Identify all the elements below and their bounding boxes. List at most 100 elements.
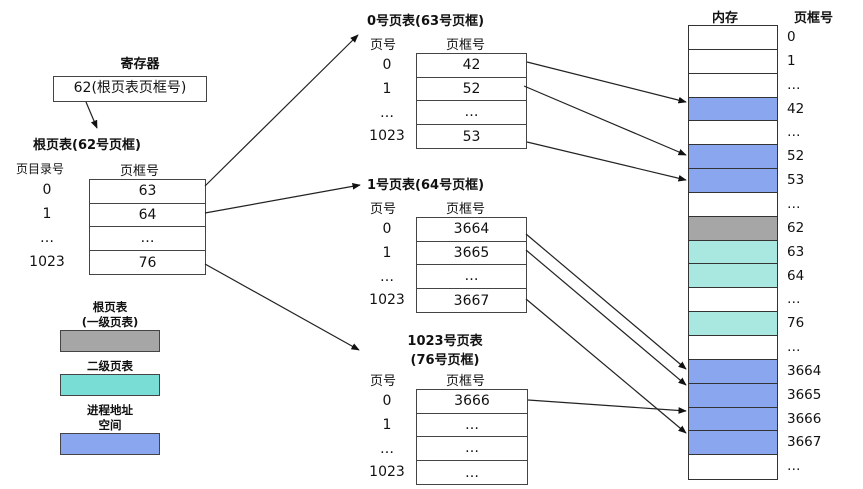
- memory-frame-number: …: [787, 458, 801, 475]
- memory-frame-number: …: [787, 76, 801, 93]
- memory-frame-root: [689, 216, 777, 241]
- root-table-cell: 76: [138, 254, 157, 271]
- memory-frame-number: 64: [787, 267, 805, 284]
- pt1-cell: …: [417, 265, 526, 289]
- arrow-pt1-to-frame3665: [525, 249, 687, 386]
- legend-root-label: 根页表 (一级页表): [40, 300, 180, 330]
- memory-frame-number: …: [787, 339, 801, 356]
- memory-frame-process: [689, 407, 777, 432]
- memory-column: [688, 25, 778, 481]
- memory-frame-process: [689, 359, 777, 384]
- memory-frame-process: [689, 97, 777, 122]
- memory-frame-number: 62: [787, 219, 805, 236]
- legend-process-line1: 进程地址: [87, 403, 133, 417]
- memory-frame-process: [689, 169, 777, 193]
- memory-frame-number: 63: [787, 243, 805, 260]
- root-table-title: 根页表(62号页框): [33, 138, 141, 153]
- memory-frame-number: 1: [787, 52, 796, 69]
- pt1023-index: 1: [382, 417, 392, 433]
- memory-frame-number: 3665: [787, 386, 822, 403]
- legend-second-swatch: [60, 374, 160, 396]
- memory-frame-number: 53: [787, 172, 805, 189]
- root-table-col-index: 页目录号: [16, 162, 65, 176]
- pt0-cell: 42: [417, 54, 526, 78]
- root-index: 1023: [29, 254, 65, 270]
- legend-second-label: 二级页表: [87, 359, 133, 373]
- memory-frame-empty: [689, 73, 777, 98]
- pt0-index: 0: [382, 57, 392, 73]
- page-table-0-col-index: 页号: [370, 38, 397, 53]
- memory-frame-empty: [689, 121, 777, 146]
- pt1-index: 1023: [369, 292, 405, 308]
- arrow-register-to-root: [85, 101, 98, 129]
- register-value: 62(根页表页框号): [73, 80, 187, 96]
- pt0-index: …: [380, 105, 394, 121]
- arrow-root-to-pt0: [204, 34, 359, 187]
- memory-frame-empty: [689, 288, 777, 313]
- memory-frame-process: [689, 383, 777, 408]
- memory-frame-number: …: [787, 291, 801, 308]
- page-table-1: 3664 3665 … 3667: [416, 217, 527, 313]
- memory-frame-empty: [689, 455, 777, 480]
- memory-frame-empty: [689, 49, 777, 74]
- memory-frame-number: 0: [787, 29, 796, 45]
- pt1023-index: 1023: [369, 464, 405, 480]
- page-table-1023-col-frame: 页框号: [446, 374, 486, 389]
- memory-frame-number: 76: [787, 315, 805, 332]
- page-table-0-title: 0号页表(63号页框): [367, 14, 485, 29]
- memory-frame-number: 3664: [787, 362, 822, 379]
- memory-frame-empty: [689, 192, 777, 217]
- memory-frame-number: 3666: [787, 410, 822, 427]
- pt0-cell: …: [417, 101, 526, 125]
- page-table-0-col-frame: 页框号: [446, 38, 486, 53]
- page-table-1023-title: 1023号页表 (76号页框): [385, 330, 505, 368]
- pt0-index: 1: [382, 81, 392, 97]
- page-table-1023: 3666 … … …: [416, 389, 528, 485]
- pt0-cell: 52: [417, 78, 526, 102]
- memory-frame-number: 52: [787, 148, 805, 165]
- root-table-col-frame: 页框号: [120, 164, 160, 179]
- memory-frame-number: 42: [787, 100, 805, 117]
- pt1-cell: 3664: [417, 218, 526, 242]
- pt1-cell: 3665: [417, 242, 526, 266]
- legend-process-label: 进程地址 空间: [40, 403, 180, 433]
- pt1023-cell: …: [417, 437, 527, 461]
- memory-frame-process: [689, 145, 777, 170]
- pt1-index: 0: [382, 221, 392, 237]
- pt1023-cell: 3666: [417, 390, 527, 414]
- page-table-1023-col-index: 页号: [370, 374, 397, 389]
- arrow-pt1-to-frame3667: [525, 298, 687, 434]
- memory-frame-number: …: [787, 195, 801, 212]
- page-table-0: 42 52 … 53: [416, 53, 527, 149]
- arrow-pt1023-to-frame3666: [527, 399, 687, 414]
- pt0-index: 1023: [369, 128, 405, 144]
- legend-root-line1: 根页表: [92, 300, 128, 314]
- arrow-root-to-pt1023: [204, 263, 360, 351]
- arrow-root-to-pt1: [204, 183, 361, 214]
- page-table-1-col-frame: 页框号: [446, 202, 486, 217]
- page-table-1-col-index: 页号: [370, 202, 397, 217]
- legend-process-line2: 空间: [98, 418, 122, 432]
- memory-frame-process: [689, 431, 777, 456]
- root-table-cell: 64: [90, 204, 205, 228]
- page-table-1-title: 1号页表(64号页框): [367, 178, 485, 193]
- memory-frame-header: 页框号: [794, 11, 834, 26]
- pt1023-index: 0: [382, 393, 392, 409]
- memory-frame-empty: [689, 335, 777, 360]
- memory-title: 内存: [712, 11, 739, 26]
- memory-frame-number: …: [787, 124, 801, 141]
- root-index: 1: [42, 206, 52, 222]
- legend-root-swatch: [60, 330, 160, 352]
- pt0-cell: 53: [462, 128, 481, 145]
- pt1023-cell: …: [465, 464, 479, 481]
- pt1-index: 1: [382, 245, 392, 261]
- arrow-pt0-to-frame42: [526, 61, 687, 104]
- arrow-pt0-to-frame53: [526, 141, 687, 182]
- legend-process-swatch: [60, 433, 160, 455]
- pt1023-cell: …: [417, 414, 527, 438]
- page-table-1023-title-line2: (76号页框): [410, 353, 480, 368]
- arrow-pt0-to-frame52: [523, 85, 687, 156]
- root-page-table: 63 64 … 76: [89, 179, 206, 275]
- memory-frame-number: 3667: [787, 434, 822, 451]
